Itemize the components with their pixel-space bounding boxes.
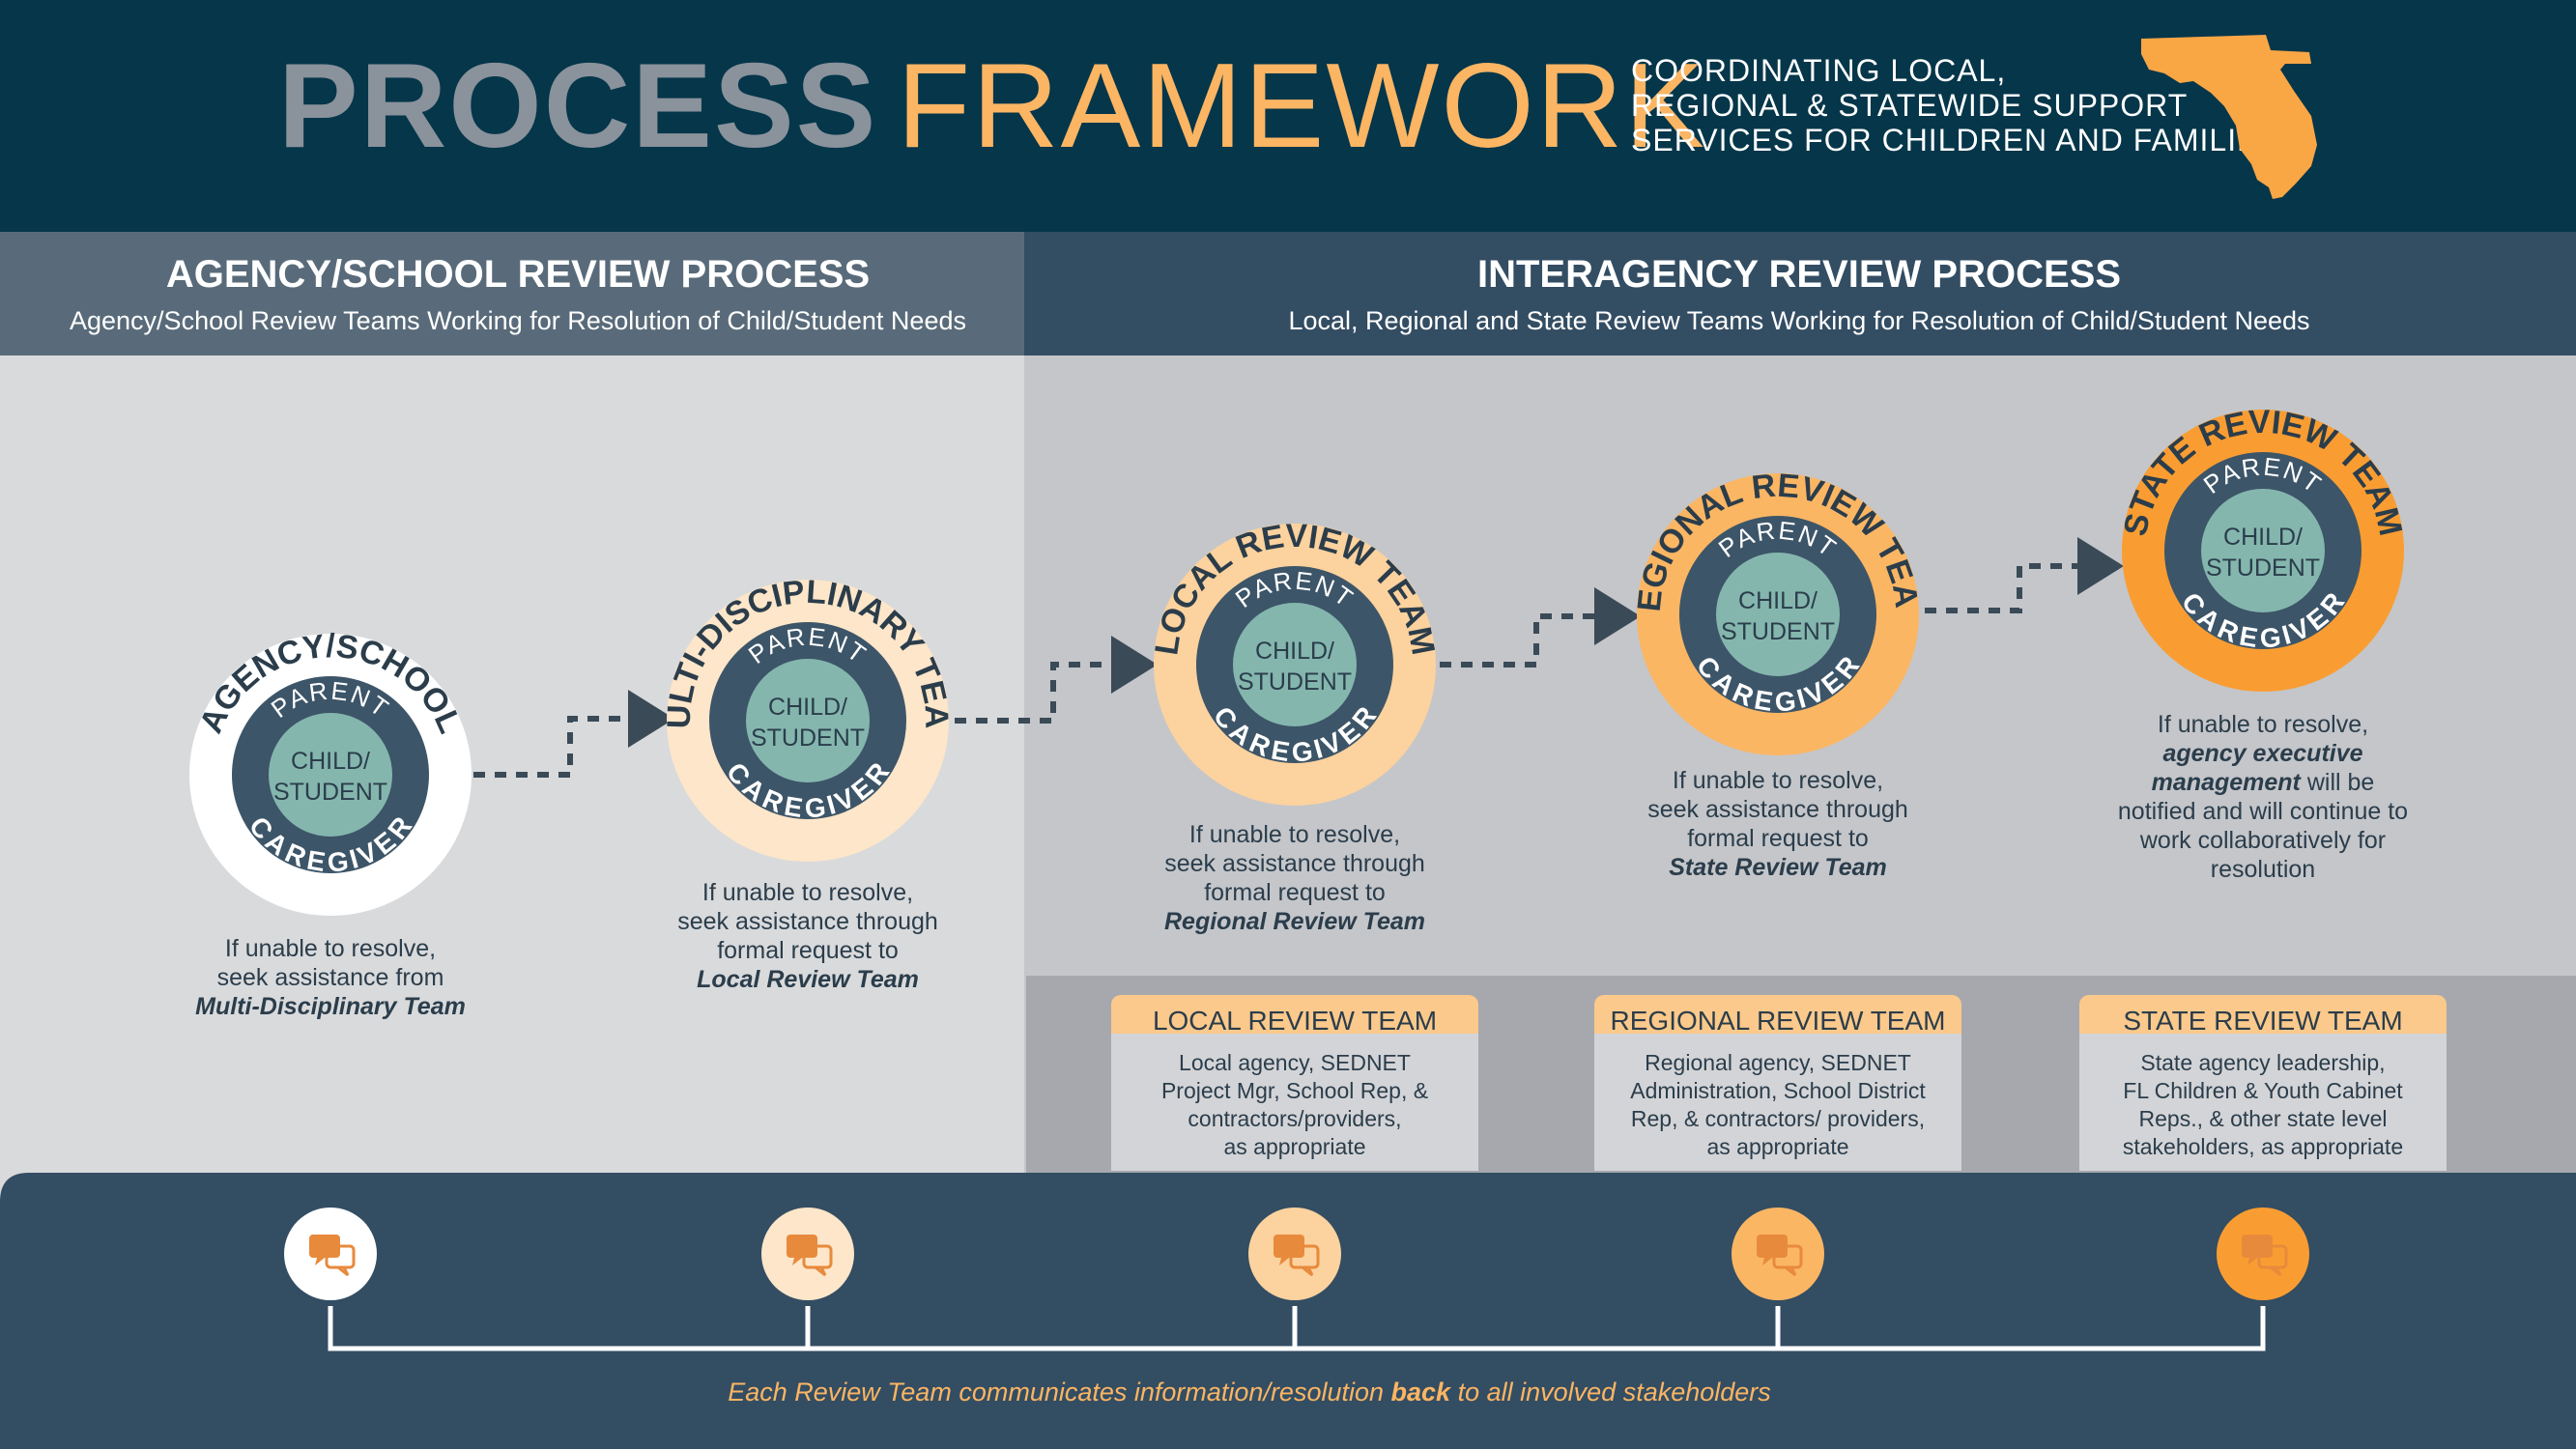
- member-line: FL Children & Youth Cabinet: [2123, 1078, 2403, 1103]
- tagline-line: REGIONAL & STATEWIDE SUPPORT: [1631, 88, 2188, 123]
- child-circle: [269, 713, 392, 837]
- member-line: Administration, School District: [1630, 1078, 1926, 1103]
- interagency-section-header: [1024, 232, 2576, 355]
- tagline-line: SERVICES FOR CHILDREN AND FAMILIES: [1631, 123, 2280, 157]
- member-line: stakeholders, as appropriate: [2123, 1134, 2403, 1159]
- florida-map-icon: [2141, 35, 2317, 199]
- escalation-connectors: [473, 537, 2124, 778]
- connector-4: [1925, 537, 2124, 613]
- member-title: STATE REVIEW TEAM: [2123, 1006, 2402, 1036]
- child-label: CHILD/: [2223, 524, 2303, 551]
- member-line: Regional agency, SEDNET: [1645, 1050, 1911, 1075]
- connector-1: [473, 690, 674, 778]
- child-circle: [1716, 553, 1840, 676]
- stage-5: STATE REVIEW TEAMPARENTCAREGIVERCHILD/ST…: [2117, 404, 2409, 883]
- interagency-section-subtitle: Local, Regional and State Review Teams W…: [1288, 306, 2309, 335]
- member-body: [1111, 1034, 1478, 1171]
- member-line: Local agency, SEDNET: [1179, 1050, 1411, 1075]
- member-line: Reps., & other state level: [2139, 1106, 2388, 1131]
- chat-bubbles-icon: [1732, 1208, 1824, 1300]
- stage-3: LOCAL REVIEW TEAMPARENTCAREGIVERCHILD/ST…: [1148, 518, 1442, 935]
- connector-2: [955, 636, 1158, 724]
- member-line: as appropriate: [1706, 1134, 1848, 1159]
- member-title-tab: [1594, 995, 1961, 1041]
- connector-3: [1440, 587, 1641, 668]
- stage-1: AGENCY/SCHOOLPARENTCAREGIVERCHILD/STUDEN…: [189, 628, 472, 1020]
- chat-bubbles-icon: [284, 1208, 377, 1300]
- member-box-3: STATE REVIEW TEAM State agency leadership…: [2079, 995, 2447, 1171]
- team-membership: LOCAL REVIEW TEAM Local agency, SEDNET Pro…: [1111, 995, 2447, 1171]
- member-box-1: LOCAL REVIEW TEAM Local agency, SEDNET Pro…: [1111, 995, 1478, 1171]
- member-line: as appropriate: [1223, 1134, 1365, 1159]
- member-box-2: REGIONAL REVIEW TEAM Regional agency, SED…: [1594, 995, 1961, 1171]
- student-label: STUDENT: [2206, 554, 2320, 582]
- interagency-section-title: INTERAGENCY REVIEW PROCESS: [1477, 253, 2121, 296]
- agency-section-header: [0, 232, 1024, 355]
- footer-note: Each Review Team communicates informatio…: [728, 1378, 1771, 1406]
- member-title-tab: [2079, 995, 2447, 1041]
- student-label: STUDENT: [273, 779, 387, 806]
- child-circle: [1233, 603, 1357, 726]
- footer-band: [0, 1173, 2576, 1449]
- escalation-note: If unable to resolve,seek assistance fro…: [195, 935, 466, 1020]
- header-tagline: COORDINATING LOCAL,REGIONAL & STATEWIDE …: [1631, 53, 2280, 157]
- child-label: CHILD/: [768, 694, 847, 721]
- child-label: CHILD/: [291, 748, 370, 775]
- child-label: CHILD/: [1738, 587, 1818, 614]
- chat-bubbles-icon: [1248, 1208, 1341, 1300]
- member-title-tab: [1111, 995, 1478, 1041]
- student-label: STUDENT: [751, 724, 865, 752]
- stakeholder-bracket: [328, 1306, 2266, 1351]
- student-label: STUDENT: [1238, 668, 1352, 696]
- tagline-line: COORDINATING LOCAL,: [1631, 53, 2006, 88]
- child-circle: [746, 659, 870, 782]
- agency-section-subtitle: Agency/School Review Teams Working for R…: [70, 306, 966, 335]
- agency-section-title: AGENCY/SCHOOL REVIEW PROCESS: [166, 253, 870, 296]
- member-line: contractors/providers,: [1188, 1106, 1401, 1131]
- chat-bubbles-icon: [2217, 1208, 2309, 1300]
- member-title: LOCAL REVIEW TEAM: [1153, 1006, 1437, 1036]
- escalation-note: If unable to resolve,seek assistance thr…: [1164, 821, 1425, 935]
- member-line: Rep, & contractors/ providers,: [1631, 1106, 1925, 1131]
- member-title: REGIONAL REVIEW TEAM: [1611, 1006, 1946, 1036]
- chat-bubbles-icon: [761, 1208, 854, 1300]
- child-label: CHILD/: [1255, 638, 1334, 665]
- footer-icons: [284, 1208, 2309, 1300]
- child-circle: [2201, 489, 2325, 612]
- escalation-note: If unable to resolve,seek assistance thr…: [677, 879, 938, 993]
- escalation-note: If unable to resolve,seek assistance thr…: [1647, 767, 1908, 881]
- member-line: State agency leadership,: [2140, 1050, 2385, 1075]
- member-body: [1594, 1034, 1961, 1171]
- student-label: STUDENT: [1721, 618, 1835, 645]
- member-body: [2079, 1034, 2447, 1171]
- member-line: Project Mgr, School Rep, &: [1161, 1078, 1428, 1103]
